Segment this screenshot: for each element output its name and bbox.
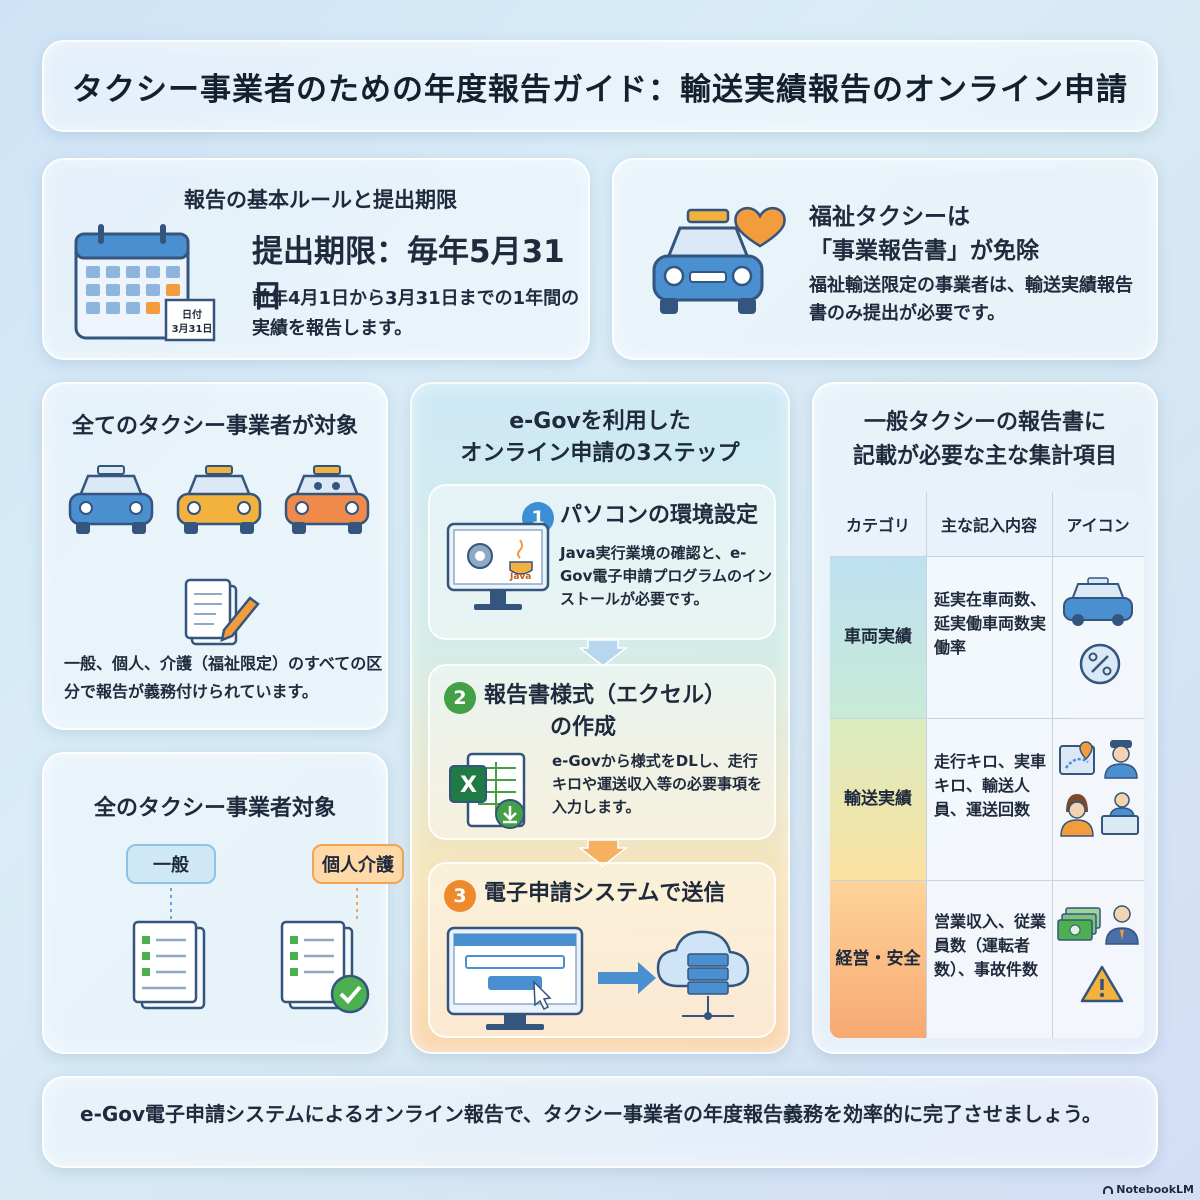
money-icon [1057,907,1101,941]
summary-table-card: 一般タクシーの報告書に 記載が必要な主な集計項目 カテゴリ 主な記入内容 アイコ… [812,382,1158,1054]
step-2-title-line1: 報告書様式（エクセル） [484,683,727,708]
pc-settings-icon [446,522,550,610]
online-submit-icon [446,926,750,1030]
step-3: 3 電子申請システムで送信 [428,862,776,1038]
categories-card: 全のタクシー事業者対象 一般 個人介護 [42,752,404,1054]
table-divider [830,880,1144,881]
table-row-vehicle-category: 車両実績 [830,556,926,718]
table-divider [1052,492,1053,1038]
step-2-description: e-Govから様式をDLし、走行キロや運送収入等の必要事項を入力します。 [552,752,763,816]
steps-heading-line2: オンライン申請の3ステップ [460,441,740,466]
arrow-down-icon [577,639,629,667]
egov-steps-card: e-Govを利用した オンライン申請の3ステップ 1 パソコンの環境設定 Jav… [410,382,790,1054]
welfare-taxi-icon [652,206,786,314]
table-header-icon: アイコン [1052,492,1144,556]
excel-icon: X [449,752,526,829]
calendar-tag-bottom: 3月31日 [171,324,213,335]
table-heading: 一般タクシーの報告書に 記載が必要な主な集計項目 [814,406,1156,474]
summary-table: カテゴリ 主な記入内容 アイコン 車両実績 延実在車両数、延実働車両数実働率 輸… [830,492,1144,1038]
counter-icon [1101,792,1139,835]
deadline-text: 提出期限：毎年5月31日 [252,234,565,315]
all-taxi-description: 一般、個人、介護（福祉限定）のすべての区分で報告が義務付けられています。 [64,654,383,701]
table-heading-line1: 一般タクシーの報告書に [863,410,1106,435]
taxi-blue-icon [68,465,154,534]
brand-label: NotebookLM [1103,1183,1194,1196]
table-header-category: カテゴリ [830,492,926,556]
all-taxi-card: 全てのタクシー事業者が対象 一般、個人、介護（福祉限定）のすべての区分で報告が義… [42,382,388,730]
svg-text:X: X [460,773,477,798]
categories-heading: 全のタクシー事業者対象 [93,796,336,821]
table-row-vehicle-content: 延実在車両数、延実働車両数実働率 [934,590,1047,657]
rules-heading: 報告の基本ルールと提出期限 [184,188,457,212]
rules-card: 報告の基本ルールと提出期限 日付 3月31日 提出期限：毎年5月31日 前年4月… [42,158,590,360]
footer-card: e-Gov電子申請システムによるオンライン報告で、タクシー事業者の年度報告義務を… [42,1076,1158,1168]
table-header-content: 主な記入内容 [926,492,1052,556]
percent-icon [1079,643,1121,685]
step-2-number: 2 [444,682,476,714]
taxi-yellow-icon [176,465,262,534]
map-route-icon [1059,741,1095,775]
footer-message: e-Gov電子申請システムによるオンライン報告で、タクシー事業者の年度報告義務を… [80,1102,1102,1126]
title-card: タクシー事業者のための年度報告ガイド：輸送実績報告のオンライン申請 [42,40,1158,132]
welfare-heading-line1: 福祉タクシーは [809,204,970,230]
welfare-heading-line2: 「事業報告書」が免除 [809,238,1039,264]
step-1: 1 パソコンの環境設定 Java Java実行業境の確認と、e-Gov電子申請プ… [428,484,776,640]
taxi-icon [1063,577,1133,626]
steps-heading: e-Govを利用した オンライン申請の3ステップ [412,406,788,470]
table-row-management-category: 経営・安全 [830,880,926,1038]
document-list-icon [132,888,206,1010]
category-personal-badge: 個人介護 [312,844,404,884]
warning-icon [1080,965,1124,1003]
arrow-down-icon [577,839,629,867]
staff-icon [1105,905,1139,945]
brand-text: NotebookLM [1116,1183,1194,1196]
document-check-icon [280,888,370,1014]
step-1-title: パソコンの環境設定 [560,503,759,528]
brand-logo-icon [1103,1186,1114,1194]
driver-icon [1104,740,1138,779]
table-divider [830,718,1144,719]
welfare-description: 福祉輸送限定の事業者は、輸送実績報告書のみ提出が必要です。 [809,275,1133,324]
passenger-icon [1060,794,1094,837]
welfare-heading: 福祉タクシーは 「事業報告書」が免除 [809,200,1039,268]
table-row-transport-category: 輸送実績 [830,718,926,880]
all-taxi-heading: 全てのタクシー事業者が対象 [71,414,358,439]
welfare-card: 福祉タクシーは 「事業報告書」が免除 福祉輸送限定の事業者は、輸送実績報告書のみ… [612,158,1158,360]
step-3-number: 3 [444,880,476,912]
calendar-icon [74,224,216,342]
table-row-transport-content: 走行キロ、実車キロ、輸送人員、運送回数 [934,752,1047,819]
java-icon-label: Java [510,572,532,582]
step-2-title-line2: の作成 [550,715,617,740]
calendar-tag-top: 日付 [182,310,202,321]
table-heading-line2: 記載が必要な主な集計項目 [852,444,1117,469]
document-pen-icon [184,578,260,646]
steps-heading-line1: e-Govを利用した [509,409,691,434]
rules-description: 前年4月1日から3月31日までの1年間の実績を報告します。 [252,288,580,339]
step-3-title: 電子申請システムで送信 [484,881,726,906]
step-1-description: Java実行業境の確認と、e-Gov電子申請プログラムのインストールが必要です。 [560,544,772,608]
table-divider [926,492,927,1038]
table-row-management-content: 営業収入、従業員数（運転者数）、事故件数 [934,912,1047,979]
category-general-badge: 一般 [126,844,216,884]
taxi-orange-icon [284,465,370,534]
step-2: 2 報告書様式（エクセル） の作成 X e-Govから様式をDLし、走行キロや運… [428,664,776,840]
table-divider [830,556,1144,557]
page-title: タクシー事業者のための年度報告ガイド：輸送実績報告のオンライン申請 [72,71,1128,108]
